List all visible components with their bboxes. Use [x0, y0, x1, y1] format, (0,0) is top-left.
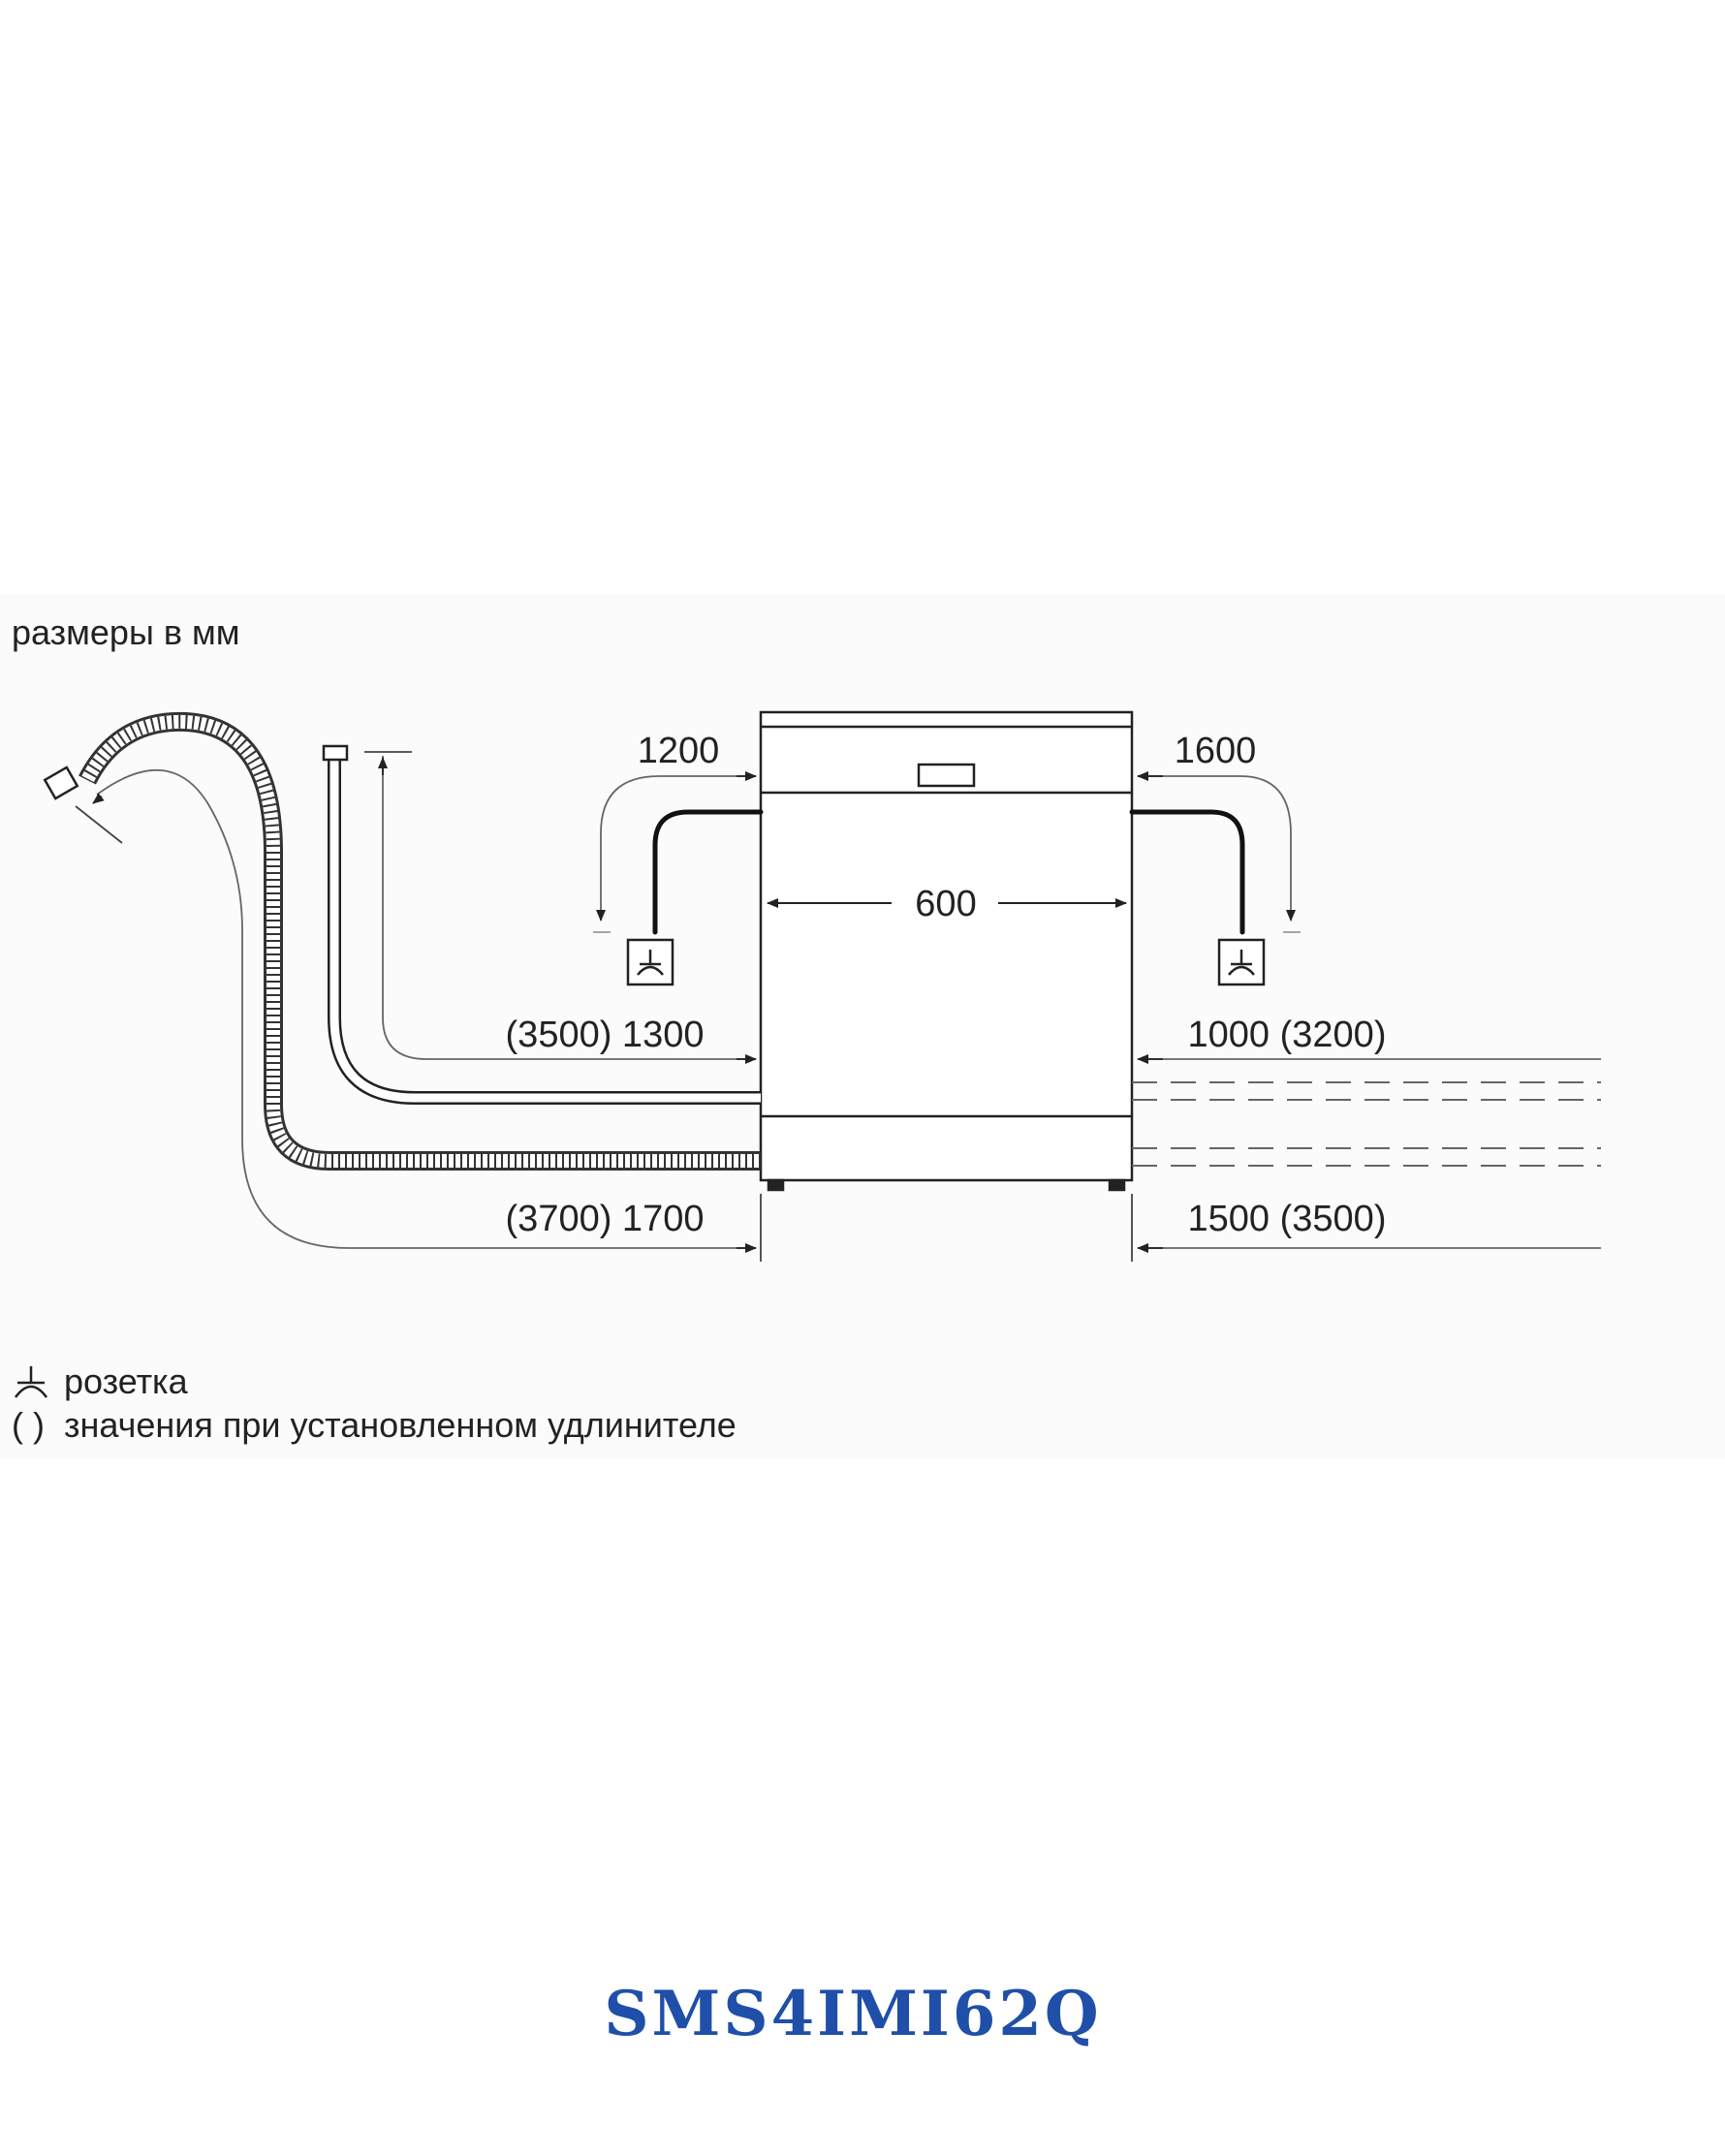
drain-hose-left-dimension [75, 768, 762, 1262]
legend-extension-label: значения при установленном удлинителе [64, 1405, 737, 1445]
socket-legend-icon [14, 1366, 48, 1398]
foot-left [767, 1178, 785, 1192]
water-inlet-hose [322, 744, 761, 1105]
units-note: размеры в мм [12, 612, 239, 652]
legend-extension-marker: ( ) [12, 1405, 45, 1445]
model-title: SMS4IMI62Q [604, 1978, 1101, 2050]
legend-socket-label: розетка [64, 1361, 189, 1401]
foot-right [1108, 1178, 1126, 1192]
drain-hose-right-label: 1500 (3500) [1188, 1199, 1387, 1239]
cord-right-label: 1600 [1175, 731, 1257, 771]
socket-icon [1217, 938, 1266, 986]
control-display [917, 763, 976, 788]
cord-right-dimension [1137, 771, 1301, 933]
power-cord-left [652, 809, 764, 935]
cord-left-label: 1200 [638, 731, 720, 771]
water-hose-right-label: 1000 (3200) [1188, 1015, 1387, 1055]
drain-hose-left-label: (3700) 1700 [506, 1199, 705, 1239]
dishwasher-body [759, 710, 1134, 1192]
water-hose-left-dimension [364, 751, 757, 1064]
width-label: 600 [915, 884, 976, 924]
water-hose-left-label: (3500) 1300 [506, 1015, 705, 1055]
drain-hose-right-dimension [1131, 1194, 1601, 1262]
power-cord-right [1129, 809, 1245, 935]
socket-icon [626, 938, 674, 986]
drain-hose [43, 711, 761, 1171]
drain-hose-end [43, 766, 79, 800]
cord-left-dimension [593, 771, 757, 933]
right-hose-routing [1132, 1081, 1601, 1167]
